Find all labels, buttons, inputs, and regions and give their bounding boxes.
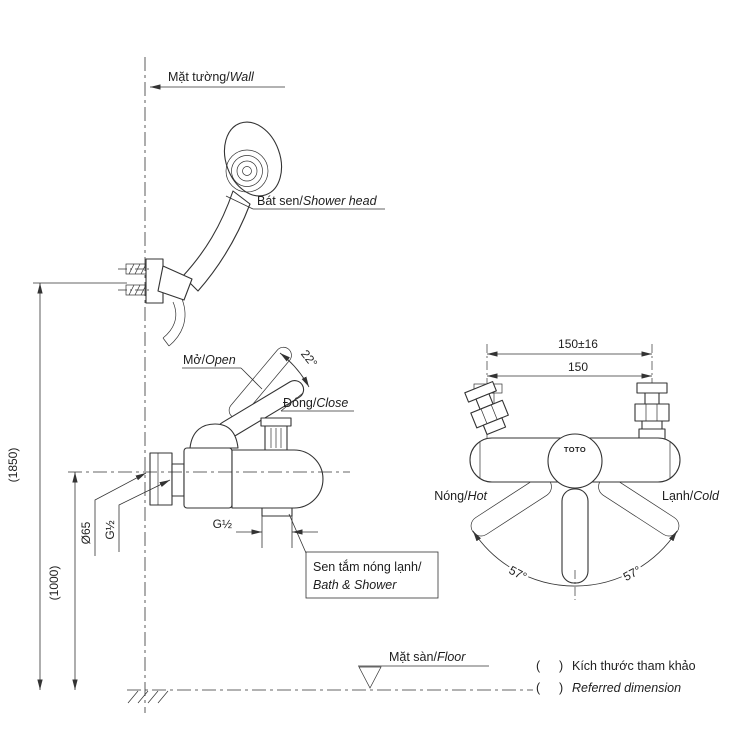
angle-57-right-label: 57° — [621, 563, 644, 584]
dimension-1850: (1850) — [6, 282, 127, 690]
spout — [231, 449, 324, 509]
product-leader — [288, 513, 307, 554]
dimension-1000: (1000) — [47, 472, 78, 690]
shower-head-label: Bát sen/Shower head — [257, 194, 378, 208]
inlet-dimensions: Ø65 G½ — [79, 472, 171, 556]
wall-section: Mặt tường/Wall — [144, 57, 285, 713]
handle-cold-position — [598, 476, 680, 537]
product-callout: Sen tắm nóng lạnh/ Bath & Shower — [288, 513, 439, 599]
shower-head-callout: Bát sen/Shower head — [225, 194, 385, 210]
shower-handle — [182, 190, 251, 292]
lever-dome — [189, 423, 239, 449]
angle-57-left-label: 57° — [507, 563, 530, 584]
handle-center-position — [561, 488, 589, 584]
wall-label: Mặt tường/Wall — [168, 70, 255, 84]
product-callout-box — [305, 551, 439, 599]
outlet-dimension: G½ — [213, 516, 318, 548]
dim-150-16-label: 150±16 — [558, 337, 598, 351]
close-label: Đóng/Close — [283, 396, 348, 410]
cartridge-cap — [547, 433, 603, 489]
legend: ()Kích thước tham khảo ()Referred dimens… — [536, 659, 696, 695]
bracket-holder — [157, 265, 193, 301]
spout-outlet — [261, 507, 293, 517]
open-label: Mở/Open — [183, 353, 236, 367]
shower-head-assembly: Bát sen/Shower head — [118, 121, 385, 347]
mixer-side-view — [68, 346, 350, 517]
height-1000-label: (1000) — [47, 566, 61, 601]
product-label-vi: Sen tắm nóng lạnh/ — [313, 559, 422, 574]
hot-label: Nóng/Hot — [434, 489, 487, 503]
floor-level-symbol — [358, 666, 382, 689]
inlet-connector — [171, 463, 185, 497]
brand-label: TOTO — [564, 445, 586, 454]
wall-flange — [149, 452, 173, 506]
shower-hose — [162, 298, 186, 347]
floor-label: Mặt sàn/Floor — [389, 650, 466, 664]
right-wall-union — [634, 382, 670, 441]
mixer-front-view: 150±16 150 — [434, 337, 720, 600]
floor-hatch — [127, 690, 169, 704]
left-wall-union — [464, 381, 509, 436]
floor-section: Mặt sàn/Floor — [127, 650, 533, 704]
diverter-knob — [260, 417, 292, 451]
outlet-thread-label: G½ — [213, 517, 232, 531]
anchor-screws — [118, 263, 150, 296]
shower-face-rings — [225, 149, 269, 193]
inlet-thread-label: G½ — [103, 520, 117, 539]
handle-hot-position — [470, 476, 552, 537]
top-dimensions: 150±16 150 — [487, 337, 652, 379]
flange-dia-leader — [94, 472, 147, 556]
height-1850-label: (1850) — [6, 448, 20, 483]
legend-line-en: ()Referred dimension — [536, 681, 681, 695]
valve-body — [183, 447, 233, 509]
cold-label: Lạnh/Cold — [662, 489, 720, 503]
dim-150-label: 150 — [568, 360, 588, 374]
flange-dia-label: Ø65 — [79, 521, 93, 544]
open-angle-arc — [279, 352, 310, 388]
inlet-thread-leader — [118, 479, 171, 552]
open-angle-label: 22° — [298, 347, 320, 370]
product-label-en: Bath & Shower — [313, 578, 397, 592]
shower-head-body — [223, 121, 283, 197]
swing-arc — [472, 530, 678, 587]
legend-line-vi: ()Kích thước tham khảo — [536, 659, 696, 673]
